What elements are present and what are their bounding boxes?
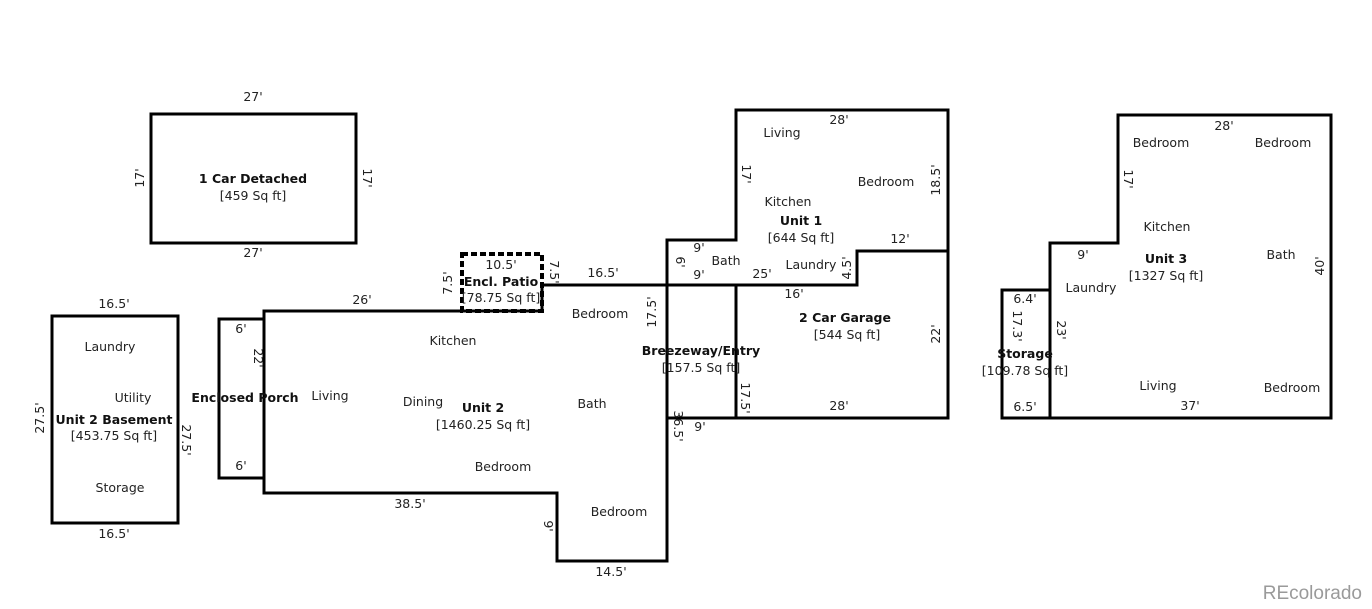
dim-label: 6.5' bbox=[1013, 399, 1036, 414]
dim-label: 10.5' bbox=[485, 257, 516, 272]
room-label: Bedroom bbox=[591, 504, 648, 519]
dim-label: 27.5' bbox=[179, 424, 194, 455]
dim-label: 17.5' bbox=[738, 382, 753, 413]
room-label: Laundry bbox=[85, 339, 137, 354]
room-name: Unit 1 bbox=[780, 213, 822, 228]
dim-label: 27' bbox=[243, 89, 262, 104]
room-area: [1460.25 Sq ft] bbox=[436, 417, 530, 432]
room-label: Kitchen bbox=[430, 333, 477, 348]
room-area: [78.75 Sq ft] bbox=[462, 290, 540, 305]
unit2-basement-outline bbox=[50, 314, 180, 525]
room-label: Living bbox=[763, 125, 800, 140]
room-label: Bath bbox=[1266, 247, 1295, 262]
dim-label: 28' bbox=[829, 398, 848, 413]
room-name: Unit 3 bbox=[1145, 251, 1187, 266]
room-area: [1327 Sq ft] bbox=[1129, 268, 1203, 283]
encl-patio-outline bbox=[460, 252, 544, 313]
dim-label: 22' bbox=[251, 348, 266, 367]
dim-label: 16' bbox=[784, 286, 803, 301]
room-name: Encl. Patio bbox=[464, 274, 539, 289]
dim-label: 17.3' bbox=[1010, 310, 1025, 341]
watermark-logo: REcolorado bbox=[1263, 583, 1362, 604]
storage-outline bbox=[1000, 288, 1052, 420]
dim-label: 6' bbox=[235, 321, 246, 336]
unit3-outline bbox=[1048, 113, 1333, 420]
room-label: Bedroom bbox=[475, 459, 532, 474]
dim-label: 6' bbox=[235, 458, 246, 473]
room-label: Bath bbox=[577, 396, 606, 411]
dim-label: 23' bbox=[1054, 320, 1069, 339]
room-label: Laundry bbox=[786, 257, 838, 272]
dim-label: 16.5' bbox=[587, 265, 618, 280]
dim-label: 4.5' bbox=[839, 256, 854, 279]
dim-label: 17.5' bbox=[644, 296, 659, 327]
room-label: Bedroom bbox=[1133, 135, 1190, 150]
room-name: Enclosed Porch bbox=[191, 390, 298, 405]
dim-label: 38.5' bbox=[394, 496, 425, 511]
room-label: Storage bbox=[96, 480, 145, 495]
room-name: 1 Car Detached bbox=[199, 171, 307, 186]
dim-label: 12' bbox=[890, 231, 909, 246]
dim-label: 6.4' bbox=[1013, 291, 1036, 306]
dim-label: 7.5' bbox=[440, 271, 455, 294]
garage-outline bbox=[734, 249, 950, 420]
dim-label: 6' bbox=[673, 256, 688, 267]
dim-label: 14.5' bbox=[595, 564, 626, 579]
dim-label: 27.5' bbox=[32, 402, 47, 433]
dim-label: 40' bbox=[1312, 256, 1327, 275]
car-detached-outline bbox=[149, 112, 358, 245]
room-label: Laundry bbox=[1066, 280, 1118, 295]
dim-label: 25' bbox=[752, 266, 771, 281]
dim-label: 17' bbox=[360, 168, 375, 187]
dim-label: 26' bbox=[352, 292, 371, 307]
room-label: Kitchen bbox=[1144, 219, 1191, 234]
room-label: Kitchen bbox=[765, 194, 812, 209]
room-name: Unit 2 bbox=[462, 400, 504, 415]
dim-label: 22' bbox=[928, 324, 943, 343]
room-area: [644 Sq ft] bbox=[768, 230, 835, 245]
dim-label: 28' bbox=[1214, 118, 1233, 133]
dim-label: 9' bbox=[693, 267, 704, 282]
room-label: Bedroom bbox=[1255, 135, 1312, 150]
dim-label: 9' bbox=[693, 240, 704, 255]
room-area: [453.75 Sq ft] bbox=[71, 428, 157, 443]
dim-label: 17' bbox=[1121, 169, 1136, 188]
room-label: Utility bbox=[115, 390, 152, 405]
room-name: Storage bbox=[997, 346, 1053, 361]
room-label: Bedroom bbox=[1264, 380, 1321, 395]
dim-label: 16.5' bbox=[98, 526, 129, 541]
room-area: [109.78 Sq ft] bbox=[982, 363, 1068, 378]
room-name: Unit 2 Basement bbox=[56, 412, 173, 427]
room-label: Living bbox=[1139, 378, 1176, 393]
dim-label: 27' bbox=[243, 245, 262, 260]
dim-label: 36.5' bbox=[671, 410, 686, 441]
room-name: 2 Car Garage bbox=[799, 310, 891, 325]
dim-label: 16.5' bbox=[98, 296, 129, 311]
dim-label: 9' bbox=[541, 520, 556, 531]
dim-label: 7.5' bbox=[547, 260, 562, 283]
room-label: Bedroom bbox=[572, 306, 629, 321]
room-area: [157.5 Sq ft] bbox=[662, 360, 740, 375]
dim-label: 37' bbox=[1180, 398, 1199, 413]
room-label: Bath bbox=[711, 253, 740, 268]
dim-label: 17' bbox=[132, 168, 147, 187]
room-label: Living bbox=[311, 388, 348, 403]
dim-label: 9' bbox=[694, 419, 705, 434]
room-label: Dining bbox=[403, 394, 443, 409]
room-label: Bedroom bbox=[858, 174, 915, 189]
dim-label: 9' bbox=[1077, 247, 1088, 262]
room-area: [459 Sq ft] bbox=[220, 188, 287, 203]
room-name: Breezeway/Entry bbox=[642, 343, 760, 358]
dim-label: 28' bbox=[829, 112, 848, 127]
dim-label: 18.5' bbox=[928, 164, 943, 195]
room-area: [544 Sq ft] bbox=[814, 327, 881, 342]
dim-label: 17' bbox=[739, 164, 754, 183]
